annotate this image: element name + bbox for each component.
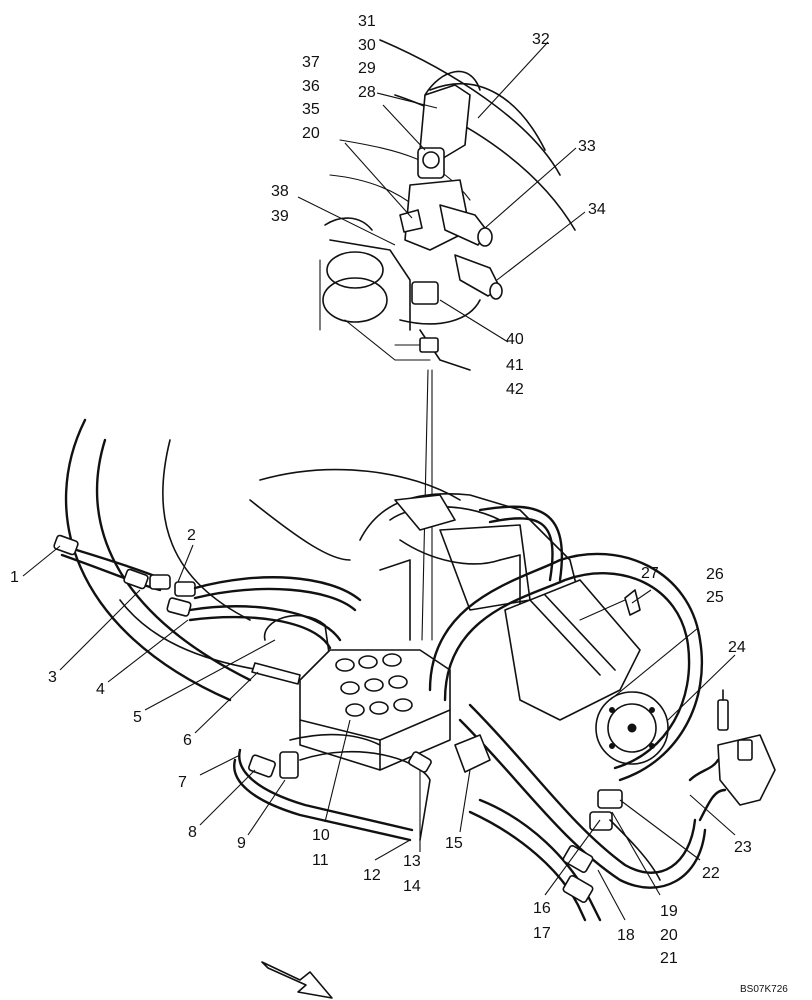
direction-arrow [261,961,333,999]
callout-8: 8 [188,824,197,841]
callout-33: 33 [578,138,596,155]
leader-lines [22,41,736,921]
callout-38: 38 [271,183,289,200]
callout-23: 23 [734,839,752,856]
callout-31: 31 [358,13,376,30]
callout-10: 10 [312,827,330,844]
callout-9: 9 [237,835,246,852]
callout-13: 13 [403,853,421,870]
callout-16: 16 [533,900,551,917]
callout-labels: 1 2 3 4 5 6 7 8 9 10 11 12 13 14 15 16 1… [10,13,752,967]
callout-19: 19 [660,903,678,920]
callout-41: 41 [506,357,524,374]
detail-view-fitting-assembly [319,39,576,641]
callout-1: 1 [10,569,19,586]
valve-spools [335,653,413,717]
callout-27: 27 [641,565,659,582]
callout-22: 22 [702,865,720,882]
callout-32: 32 [532,31,550,48]
callout-18: 18 [617,927,635,944]
callout-42: 42 [506,381,524,398]
callout-15: 15 [445,835,463,852]
callout-3: 3 [48,669,57,686]
callout-37: 37 [302,54,320,71]
callout-25: 25 [706,589,724,606]
callout-21: 21 [660,950,678,967]
callout-14: 14 [403,878,421,895]
callout-12: 12 [363,867,381,884]
callout-20-detail: 20 [302,125,320,142]
callout-6: 6 [183,732,192,749]
callout-39: 39 [271,208,289,225]
callout-24: 24 [728,639,746,656]
drawing-code: BS07K726 [740,984,788,995]
callout-35: 35 [302,101,320,118]
main-view-machine-assembly [53,418,776,999]
callout-30: 30 [358,37,376,54]
callout-5: 5 [133,709,142,726]
callout-28: 28 [358,84,376,101]
callout-7: 7 [178,774,187,791]
callout-36: 36 [302,78,320,95]
callout-29: 29 [358,60,376,77]
callout-26: 26 [706,566,724,583]
callout-2: 2 [187,527,196,544]
callout-4: 4 [96,681,105,698]
callout-40: 40 [506,331,524,348]
callout-20: 20 [660,927,678,944]
callout-34: 34 [588,201,606,218]
callout-11: 11 [312,852,329,869]
callout-17: 17 [533,925,551,942]
